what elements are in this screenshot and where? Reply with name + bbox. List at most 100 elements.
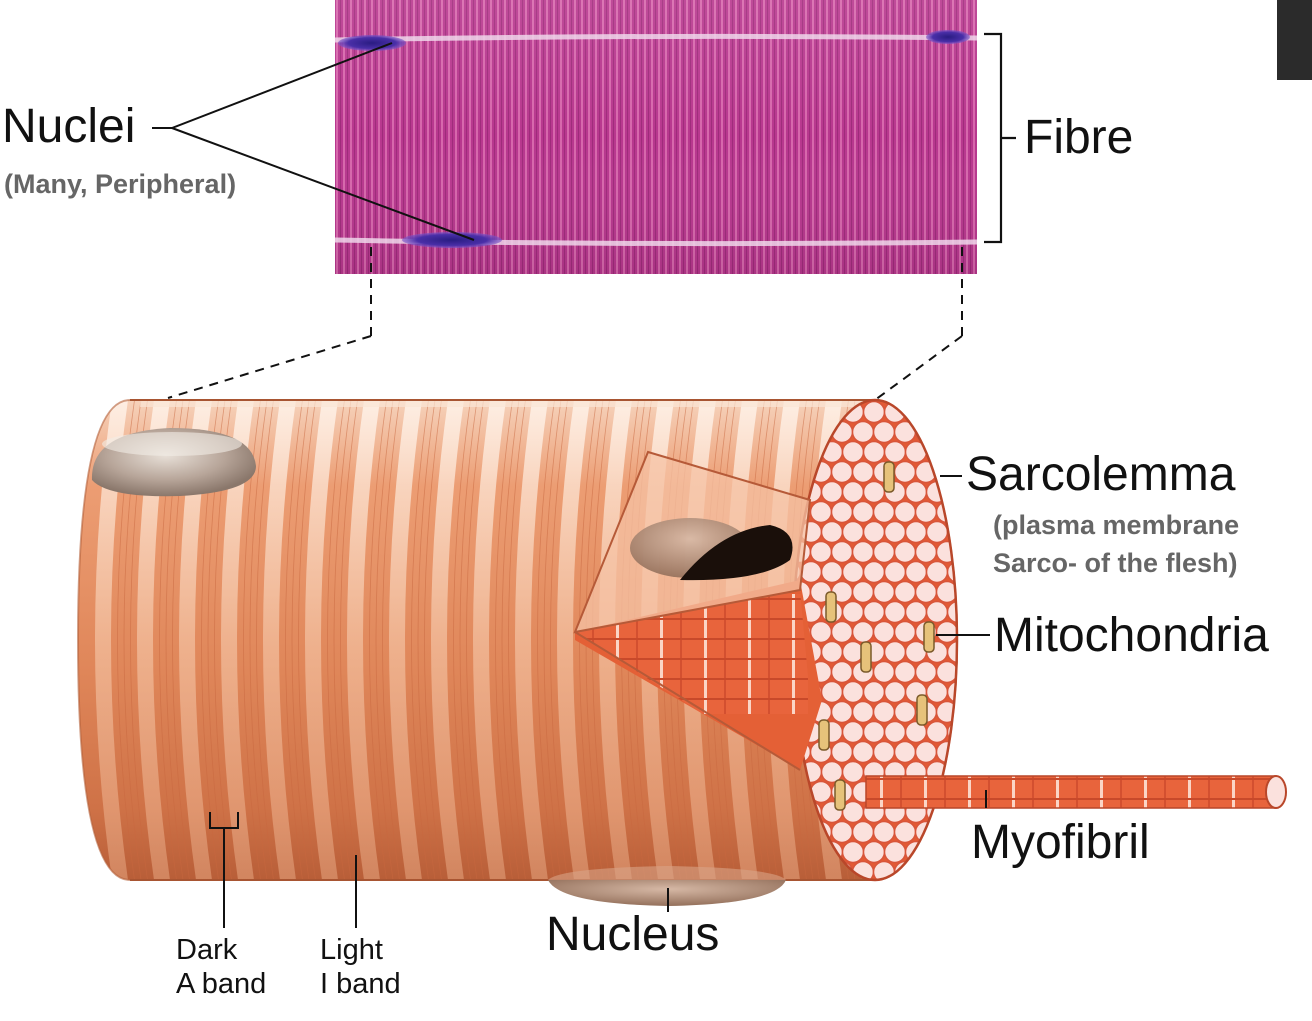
myofibril-end (904, 480, 928, 504)
micrograph-nucleus (338, 35, 406, 51)
myofibril-end (851, 620, 875, 644)
light-band-stripe (515, 400, 548, 880)
myofibril-end (862, 600, 886, 624)
light-band-stripe (263, 400, 296, 880)
myofibril-end (862, 520, 886, 544)
myofibril-end (809, 620, 833, 644)
light-band-label-line-1: Light (320, 934, 383, 966)
myofibril-end (914, 540, 938, 564)
myofibril-end (851, 580, 875, 604)
myofibril-end (946, 400, 957, 424)
myofibril-end (914, 580, 938, 604)
micrograph (334, 0, 978, 274)
myofibril-end (956, 420, 957, 444)
myofibril-end (820, 640, 844, 664)
myofibril-rod (865, 775, 1287, 809)
myofibril-end (830, 460, 854, 484)
myofibril-end (893, 580, 917, 604)
myofibril-end (946, 840, 957, 864)
light-band-stripe (137, 400, 170, 880)
myofibril-end (883, 840, 907, 864)
myofibril-end (841, 760, 865, 784)
myofibril-end (935, 860, 957, 880)
myofibril-end (841, 560, 865, 584)
myofibril-end (893, 460, 917, 484)
myofibril-end (935, 820, 957, 844)
myofibril-end (883, 560, 907, 584)
band-markers (209, 812, 357, 928)
myofibril-end (883, 720, 907, 744)
myofibril-end (862, 440, 886, 464)
myofibril-end (914, 820, 938, 844)
myofibril-end (820, 480, 844, 504)
light-band-stripe (599, 400, 632, 880)
nuclei-label: Nuclei (2, 100, 136, 153)
myofibril-end (830, 660, 854, 684)
myofibril-end (956, 580, 957, 604)
light-band-stripe (473, 400, 506, 880)
myofibril-end (851, 700, 875, 724)
myofibril-end (946, 600, 957, 624)
light-band-stripe (557, 400, 590, 880)
myofibril-end (830, 820, 854, 844)
myofibril-end (925, 720, 949, 744)
mitochondria-group (818, 461, 935, 811)
myofibril-end (862, 840, 886, 864)
myofibril-label: Myofibril (971, 816, 1150, 869)
myofibril-end (935, 540, 957, 564)
myofibril-end (841, 520, 865, 544)
myofibril-end (851, 540, 875, 564)
light-band-stripe (347, 400, 380, 880)
mitochondrion (825, 591, 837, 623)
myofibril-end (862, 720, 886, 744)
myofibril-end (893, 700, 917, 724)
myofibril-end (820, 520, 844, 544)
myofibril-end (872, 740, 896, 764)
myofibril-end (851, 460, 875, 484)
myofibril-end (956, 500, 957, 524)
myofibril-end (893, 500, 917, 524)
myofibril-end (830, 740, 854, 764)
myofibril-end (872, 580, 896, 604)
sarcolemma-note-line-2: Sarco- of the flesh) (993, 548, 1238, 578)
myofibril-end (935, 580, 957, 604)
right-leader-lines (667, 475, 990, 912)
myofibril-end (851, 740, 875, 764)
light-band-label-line-2: I band (320, 968, 401, 1000)
myofibril-end (841, 680, 865, 704)
video-overlay-corner (1277, 0, 1312, 80)
light-band-stripe (179, 400, 212, 880)
micrograph-nucleus (926, 30, 970, 44)
nucleus-top (91, 428, 256, 497)
sarcolemma-flap (573, 450, 812, 771)
nuclei-leader-lines (152, 42, 475, 241)
myofibril-end (851, 500, 875, 524)
myofibril-end (956, 700, 957, 724)
myofibril-end (925, 400, 949, 424)
myofibril-end (862, 400, 886, 424)
myofibril-end (925, 680, 949, 704)
fibre-bracket (984, 32, 1016, 244)
myofibril-end (956, 660, 957, 684)
myofibril-end (914, 860, 938, 880)
myofibril-end (904, 560, 928, 584)
myofibril-end (841, 480, 865, 504)
myofibril-end (893, 740, 917, 764)
myofibril-end (935, 420, 957, 444)
myofibril-end (872, 620, 896, 644)
myofibril-end (872, 540, 896, 564)
dark-band-label-line-1: Dark (176, 934, 238, 966)
myofibril-end (935, 660, 957, 684)
myofibril-end (809, 500, 833, 524)
myofibril-end (872, 820, 896, 844)
myofibril-end (883, 600, 907, 624)
nuclei-note: (Many, Peripheral) (4, 169, 237, 199)
mitochondrion (818, 719, 830, 751)
myofibril-end (914, 500, 938, 524)
light-band-stripe (221, 400, 254, 880)
myofibril-end (883, 520, 907, 544)
myofibril-end (935, 460, 957, 484)
myofibril-end (925, 520, 949, 544)
myofibril-end (862, 560, 886, 584)
